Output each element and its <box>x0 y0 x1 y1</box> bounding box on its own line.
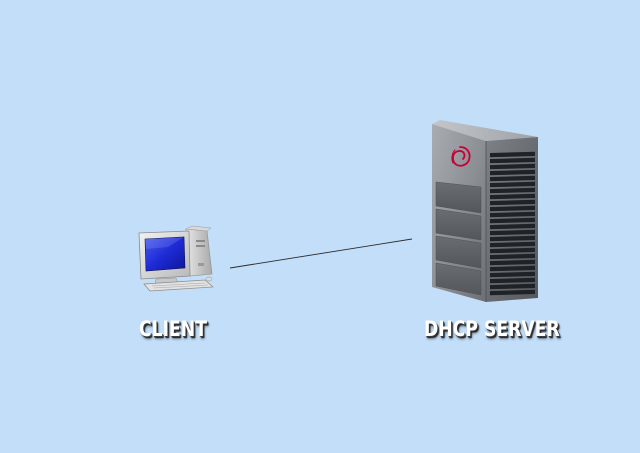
vent-slat <box>490 193 535 200</box>
vent-slat <box>490 181 535 188</box>
vent-slat <box>490 259 535 266</box>
client-server-connection-line <box>229 238 413 269</box>
vent-slat <box>490 199 535 206</box>
vent-slat <box>490 151 535 158</box>
vent-slat <box>490 175 535 182</box>
vent-slat <box>490 289 535 296</box>
vent-slat <box>490 205 535 212</box>
vent-slat <box>490 283 535 290</box>
tower-server-icon <box>432 120 538 302</box>
vent-slat <box>490 271 535 278</box>
vent-slat <box>490 277 535 284</box>
desktop-computer-icon <box>138 225 214 292</box>
vent-slat <box>490 229 535 236</box>
vent-slat <box>490 235 535 242</box>
vent-slat <box>490 247 535 254</box>
vent-slat <box>490 163 535 170</box>
vent-slat <box>490 187 535 194</box>
debian-swirl-logo <box>451 146 471 167</box>
dhcp-server-label: DHCP SERVER <box>424 317 560 341</box>
vent-slat <box>490 253 535 260</box>
vent-slat <box>490 241 535 248</box>
vent-slat <box>490 157 535 164</box>
vent-slat <box>490 265 535 272</box>
server-drive-bays <box>435 181 482 296</box>
server-vent-grille <box>490 151 535 296</box>
vent-slat <box>490 169 535 176</box>
client-label: CLIENT <box>139 317 207 341</box>
vent-slat <box>490 217 535 224</box>
vent-slat <box>490 211 535 218</box>
vent-slat <box>490 223 535 230</box>
